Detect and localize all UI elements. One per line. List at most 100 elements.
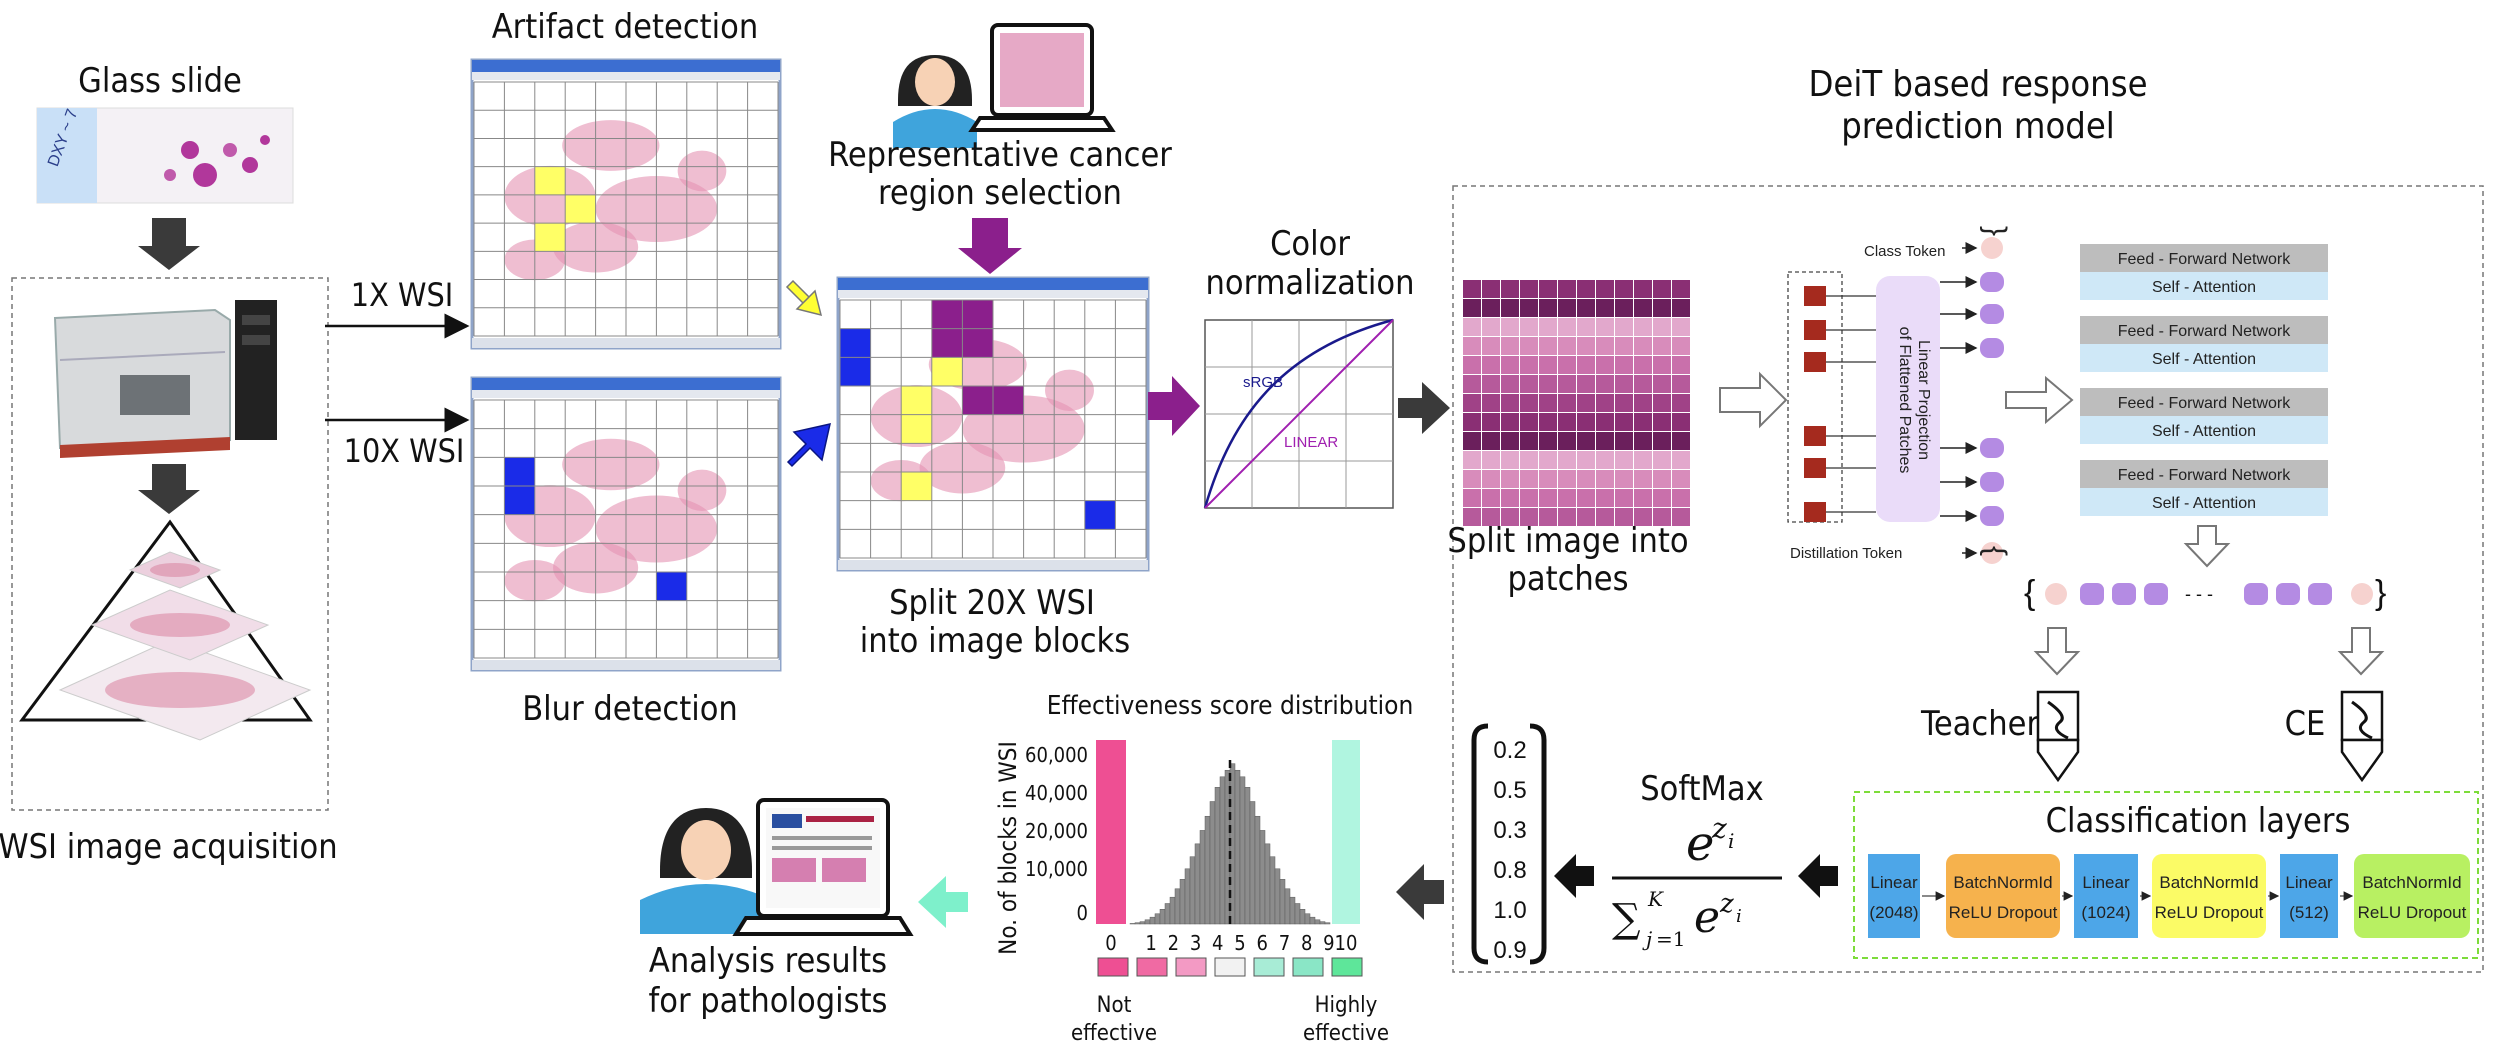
rep-region-label-1: Representative cancer: [828, 135, 1172, 175]
image-patch: [1653, 470, 1671, 488]
hollow-down-arrow-teacher: [2033, 627, 2081, 676]
image-patch: [1520, 337, 1538, 355]
image-patch: [1558, 432, 1576, 450]
layer-label-line1: BatchNormId: [2362, 873, 2461, 892]
ce-head-icon: [2340, 690, 2384, 783]
image-patch: [1539, 280, 1557, 298]
split-blocks-label-2: into image blocks: [860, 621, 1130, 661]
distillation-token: [1981, 542, 2003, 564]
layer-label-line2: (1024): [2081, 903, 2130, 922]
image-patch: [1482, 337, 1500, 355]
image-patch: [1520, 318, 1538, 336]
svg-text:e: e: [1694, 892, 1720, 943]
image-patch: [1653, 356, 1671, 374]
color-norm-chart: sRGB LINEAR: [1203, 318, 1394, 509]
histogram-bar: [1269, 856, 1276, 925]
svg-text:z: z: [1719, 889, 1734, 919]
image-patch: [1463, 394, 1481, 412]
image-patch: [1672, 508, 1690, 526]
histogram-bar: [1129, 923, 1136, 925]
histogram-bar: [1244, 787, 1251, 925]
image-patch: [1558, 451, 1576, 469]
image-patch: [1539, 394, 1557, 412]
image-patch: [1482, 489, 1500, 507]
image-patch: [1463, 432, 1481, 450]
black-left-arrow-1: [1798, 854, 1838, 898]
pathologist-laptop-icon-top: [893, 23, 1116, 148]
tissue-region: [1045, 369, 1094, 411]
patch-token: [1980, 304, 2004, 324]
image-patch: [1520, 489, 1538, 507]
split-blocks-window: [836, 276, 1150, 572]
image-patch: [1596, 280, 1614, 298]
image-patch: [1634, 394, 1652, 412]
highly-effective-label-2: effective: [1303, 1021, 1389, 1046]
image-patch: [1672, 470, 1690, 488]
x-tick-label: 7: [1279, 931, 1290, 955]
image-patch: [1672, 280, 1690, 298]
layer-label-line2: ReLU Dropout: [1949, 903, 2058, 922]
linear-layer: [2074, 854, 2138, 938]
image-patch: [1672, 451, 1690, 469]
image-patch: [1501, 375, 1519, 393]
image-patch: [1539, 470, 1557, 488]
histogram-bar: [1219, 776, 1226, 925]
softmax-output-value: 0.5: [1493, 777, 1526, 804]
image-patch: [1615, 451, 1633, 469]
image-patch: [1615, 280, 1633, 298]
histogram-bar: [1159, 909, 1166, 925]
hollow-down-arrow-ce: [2337, 627, 2385, 676]
image-patch: [1615, 375, 1633, 393]
image-patch: [1653, 375, 1671, 393]
image-patch: [1672, 337, 1690, 355]
patch-mosaic: [1463, 280, 1690, 526]
image-patch: [1539, 337, 1557, 355]
image-patch: [1634, 356, 1652, 374]
image-patch: [1539, 451, 1557, 469]
image-patch: [1634, 508, 1652, 526]
image-patch: [1634, 432, 1652, 450]
image-patch: [1501, 280, 1519, 298]
image-patch: [1463, 318, 1481, 336]
rep-region-label-2: region selection: [878, 173, 1122, 213]
histogram-bar: [1289, 896, 1296, 925]
teacher-head-icon: [2036, 690, 2080, 783]
image-patch: [1482, 318, 1500, 336]
histogram-bar: [1144, 919, 1151, 925]
patch-token: [1980, 506, 2004, 526]
image-patch: [1558, 280, 1576, 298]
histogram-bar: [1234, 769, 1241, 925]
patch-embedding: [1804, 502, 1826, 522]
color-scale-swatch: [1253, 957, 1285, 977]
softmax-output-value: 0.8: [1493, 857, 1526, 884]
vector-bracket-right: [1529, 723, 1547, 965]
histogram-bar: [1294, 903, 1301, 925]
attention-label: Self - Attention: [2152, 495, 2256, 512]
histogram-bar: [1309, 916, 1316, 925]
image-patch: [1615, 489, 1633, 507]
output-class-token: [2045, 583, 2067, 605]
highlighted-block: [1084, 500, 1116, 530]
output-patch-token: [2080, 583, 2104, 605]
scanner-icon: [53, 300, 277, 458]
vector-bracket-left: [1471, 723, 1489, 965]
image-patch: [1653, 508, 1671, 526]
image-patch: [1558, 337, 1576, 355]
image-patch: [1520, 508, 1538, 526]
histogram-bar: [1319, 921, 1326, 925]
image-patch: [1653, 451, 1671, 469]
softmax-output-value: 0.2: [1493, 737, 1526, 764]
x-tick-label: 4: [1212, 931, 1223, 955]
artifact-detection-label: Artifact detection: [492, 7, 758, 47]
histogram-bar: [1174, 888, 1181, 925]
image-patch: [1577, 299, 1595, 317]
tissue-region: [562, 438, 660, 491]
histogram-bar: [1149, 916, 1156, 925]
output-distillation-token: [2351, 583, 2373, 605]
class-token: [1981, 237, 2003, 259]
linear-layer: [1868, 854, 1920, 938]
color-scale-swatch: [1331, 957, 1363, 977]
image-patch: [1672, 489, 1690, 507]
layer-label-line1: Linear: [2285, 873, 2333, 892]
image-patch: [1577, 432, 1595, 450]
